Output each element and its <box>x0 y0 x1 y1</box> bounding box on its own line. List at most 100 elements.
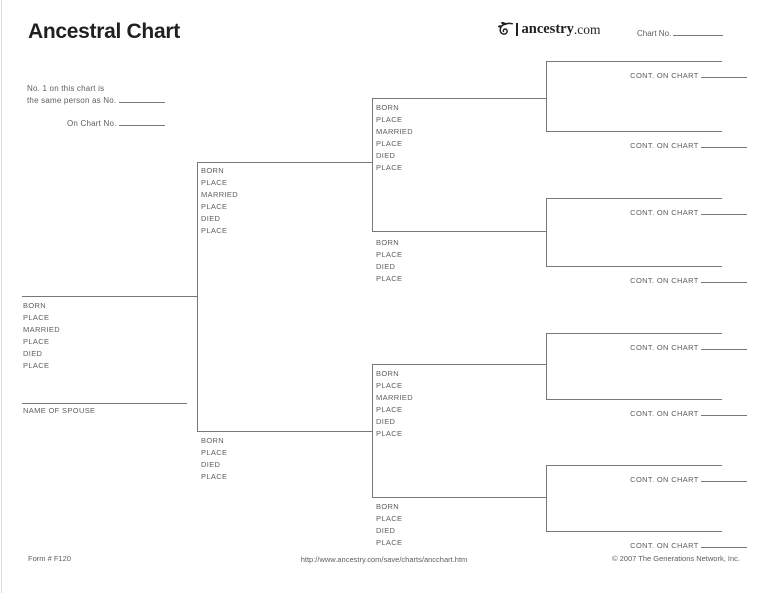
field-label: PLACE <box>376 429 403 438</box>
cont-on-chart-blank[interactable] <box>701 342 747 350</box>
field-label: PLACE <box>376 250 403 259</box>
field-label: PLACE <box>376 115 403 124</box>
field-label: PLACE <box>376 139 403 148</box>
field-label: DIED <box>23 349 43 358</box>
ggp-bracket-3 <box>546 333 547 399</box>
ggp-line-3 <box>546 198 722 199</box>
intro-line-1: No. 1 on this chart is <box>27 84 105 93</box>
field-label: MARRIED <box>376 127 414 136</box>
field-label: PLACE <box>376 163 403 172</box>
field-label: BORN <box>23 301 47 310</box>
parents-bracket <box>197 162 198 432</box>
cont-on-chart-row-8: CONT. ON CHART <box>600 540 747 550</box>
field-label: BORN <box>376 238 400 247</box>
ggp-line-4 <box>546 266 722 267</box>
cont-on-chart-row-7: CONT. ON CHART <box>600 474 747 484</box>
cont-on-chart-label: CONT. ON CHART <box>630 141 699 150</box>
field-label: DIED <box>376 526 396 535</box>
cont-on-chart-label: CONT. ON CHART <box>630 71 699 80</box>
field-label: PLACE <box>201 448 228 457</box>
cont-on-chart-row-3: CONT. ON CHART <box>600 207 747 217</box>
cont-on-chart-row-4: CONT. ON CHART <box>600 275 747 285</box>
on-chart-no-blank[interactable] <box>118 118 165 126</box>
paternal-grandfather-fields: BORN PLACE MARRIED PLACE DIED PLACE <box>376 102 413 174</box>
footer-url: http://www.ancestry.com/save/charts/ancc… <box>300 555 468 564</box>
cont-on-chart-row-6: CONT. ON CHART <box>600 408 747 418</box>
cont-on-chart-label: CONT. ON CHART <box>630 208 699 217</box>
chart-no-label: Chart No. <box>637 29 672 38</box>
paternal-grandfather-line <box>372 98 546 99</box>
ggp-bracket-2 <box>546 198 547 266</box>
spouse-line <box>22 403 187 404</box>
field-label: PLACE <box>376 405 403 414</box>
ggp-line-1 <box>546 61 722 62</box>
maternal-grandparents-bracket <box>372 364 373 497</box>
ggp-line-7 <box>546 465 722 466</box>
field-label: PLACE <box>201 472 228 481</box>
page-edge <box>1 0 2 593</box>
ggp-line-6 <box>546 399 722 400</box>
cont-on-chart-label: CONT. ON CHART <box>630 475 699 484</box>
name-of-spouse-label: NAME OF SPOUSE <box>23 406 96 415</box>
chart-no-blank[interactable] <box>673 28 724 36</box>
field-label: PLACE <box>201 178 228 187</box>
subject-line <box>22 296 197 297</box>
footer-form-number: Form # F120 <box>28 554 71 563</box>
ggp-bracket-4 <box>546 465 547 531</box>
field-label: PLACE <box>376 538 403 547</box>
field-label: DIED <box>376 417 396 426</box>
ggp-line-5 <box>546 333 722 334</box>
cont-on-chart-label: CONT. ON CHART <box>630 541 699 550</box>
intro-line-2: the same person as No. <box>27 95 165 107</box>
paternal-grandmother-line <box>372 231 546 232</box>
field-label: PLACE <box>376 514 403 523</box>
cont-on-chart-row-1: CONT. ON CHART <box>600 70 747 80</box>
leaf-icon <box>497 21 514 38</box>
field-label: PLACE <box>376 381 403 390</box>
father-line <box>197 162 372 163</box>
field-label: BORN <box>376 369 400 378</box>
ggp-line-2 <box>546 131 722 132</box>
page-title: Ancestral Chart <box>28 20 180 43</box>
ancestry-logo: ancestry.com <box>497 21 600 38</box>
cont-on-chart-row-2: CONT. ON CHART <box>600 140 747 150</box>
mother-fields: BORN PLACE DIED PLACE <box>201 435 227 483</box>
cont-on-chart-label: CONT. ON CHART <box>630 409 699 418</box>
cont-on-chart-blank[interactable] <box>701 207 747 215</box>
field-label: BORN <box>201 436 225 445</box>
field-label: MARRIED <box>376 393 414 402</box>
field-label: DIED <box>201 460 221 469</box>
cont-on-chart-label: CONT. ON CHART <box>630 343 699 352</box>
spouse-label: NAME OF SPOUSE <box>23 405 95 417</box>
cont-on-chart-blank[interactable] <box>701 70 747 78</box>
footer-copyright: © 2007 The Generations Network, Inc. <box>612 554 740 563</box>
cont-on-chart-blank[interactable] <box>701 408 747 416</box>
same-person-no-blank[interactable] <box>118 95 165 103</box>
logo-divider <box>516 23 518 36</box>
field-label: PLACE <box>201 202 228 211</box>
field-label: BORN <box>376 103 400 112</box>
field-label: DIED <box>376 262 396 271</box>
cont-on-chart-blank[interactable] <box>701 474 747 482</box>
maternal-grandfather-line <box>372 364 546 365</box>
logo-tld-text: .com <box>573 21 601 37</box>
field-label: PLACE <box>23 337 50 346</box>
mother-line <box>197 431 372 432</box>
cont-on-chart-label: CONT. ON CHART <box>630 276 699 285</box>
cont-on-chart-blank[interactable] <box>701 140 747 148</box>
chart-no-row: Chart No. <box>637 28 724 38</box>
paternal-grandparents-bracket <box>372 98 373 232</box>
field-label: DIED <box>201 214 221 223</box>
maternal-grandmother-line <box>372 497 546 498</box>
cont-on-chart-row-5: CONT. ON CHART <box>600 342 747 352</box>
field-label: PLACE <box>23 313 50 322</box>
cont-on-chart-blank[interactable] <box>701 540 747 548</box>
field-label: DIED <box>376 151 396 160</box>
ggp-line-8 <box>546 531 722 532</box>
cont-on-chart-blank[interactable] <box>701 275 747 283</box>
